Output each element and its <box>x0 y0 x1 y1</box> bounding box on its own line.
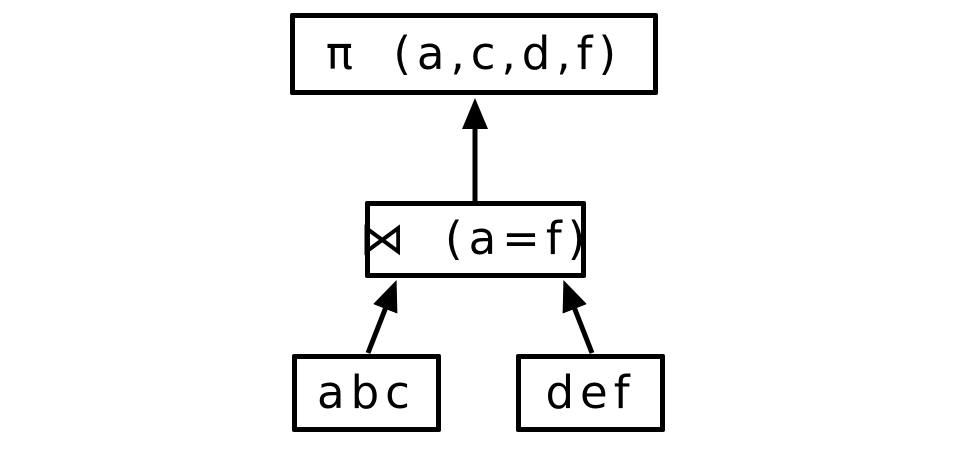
join-label: ⋈ (a=f) <box>359 212 592 265</box>
relation-abc-node: abc <box>292 354 441 432</box>
projection-label: π (a,c,d,f) <box>325 26 623 80</box>
edge-abc-to-join <box>365 279 398 354</box>
relation-abc-label: abc <box>317 365 416 419</box>
edge-def-to-join <box>562 279 595 354</box>
relation-def-node: def <box>516 354 665 432</box>
projection-node: π (a,c,d,f) <box>290 13 658 95</box>
relation-def-label: def <box>545 365 636 419</box>
join-node: ⋈ (a=f) <box>360 201 586 278</box>
